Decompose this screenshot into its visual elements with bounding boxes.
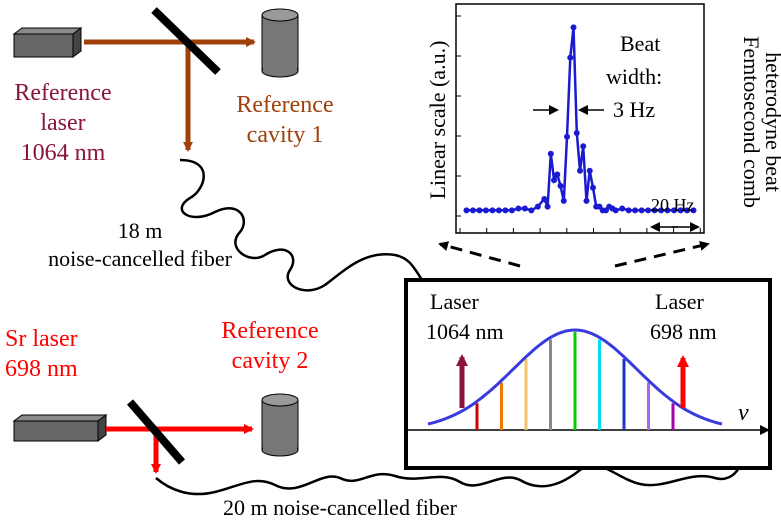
inset-side-title-1: Femtosecond comb bbox=[739, 36, 764, 208]
reference-cavity-1-label-2: cavity 1 bbox=[247, 122, 324, 148]
zoom-arrow-left bbox=[438, 241, 521, 268]
beat-data-point bbox=[541, 196, 548, 203]
reference-cavity-2 bbox=[261, 393, 299, 457]
frequency-axis-symbol: ν bbox=[738, 400, 749, 426]
laser-1064-label-2: 1064 nm bbox=[426, 319, 504, 344]
top-fiber bbox=[179, 158, 426, 292]
sr-laser-box bbox=[12, 414, 108, 442]
beat-data-point bbox=[573, 130, 580, 137]
beat-data-point bbox=[577, 167, 583, 174]
comb-box bbox=[404, 278, 772, 470]
beat-data-point bbox=[508, 207, 515, 214]
beat-label-2: width: bbox=[606, 64, 662, 89]
reference-laser-label-3: 1064 nm bbox=[21, 140, 106, 166]
beat-data-point bbox=[557, 182, 564, 189]
reference-cavity-1 bbox=[261, 8, 299, 78]
laser-698-label-2: 698 nm bbox=[650, 319, 717, 344]
beat-data-point bbox=[645, 207, 652, 214]
beat-data-point bbox=[554, 171, 561, 178]
bottom-fiber-label: 20 m noise-cancelled fiber bbox=[223, 495, 458, 520]
scale-bar-label: 20 Hz bbox=[651, 195, 695, 215]
inset-chart bbox=[455, 3, 705, 234]
beat-label-1: Beat bbox=[620, 31, 660, 56]
inset-side-title-2: heterodyne beat bbox=[761, 52, 781, 192]
inset-plot-frame bbox=[455, 3, 705, 234]
beat-data-point bbox=[469, 207, 476, 214]
beat-data-point bbox=[684, 207, 691, 214]
beat-data-point bbox=[547, 150, 554, 157]
laser-1064-label-1: Laser bbox=[430, 289, 480, 314]
reference-laser-label-1: Reference bbox=[14, 80, 111, 106]
top-fiber-label-2: noise-cancelled fiber bbox=[48, 246, 233, 271]
beat-data-point bbox=[619, 205, 626, 212]
top-beamsplitter bbox=[151, 7, 221, 75]
beat-data-point bbox=[690, 207, 697, 214]
sr-laser-label-2: 698 nm bbox=[5, 356, 78, 382]
beat-data-point bbox=[567, 54, 574, 61]
comb-teeth bbox=[475, 332, 675, 430]
reference-cavity-2-label-1: Reference bbox=[221, 318, 318, 344]
reference-cavity-2-label-2: cavity 2 bbox=[232, 348, 309, 374]
beat-data-point bbox=[580, 143, 587, 150]
beat-data-point bbox=[586, 167, 593, 174]
beat-data-point bbox=[589, 184, 596, 191]
reference-laser-box bbox=[12, 27, 83, 58]
beat-data-point bbox=[612, 207, 619, 214]
inset-ticks bbox=[456, 15, 701, 233]
beat-data-point bbox=[560, 197, 567, 204]
beat-data-point bbox=[671, 207, 678, 214]
beat-data-point bbox=[528, 207, 535, 214]
beat-series-points bbox=[463, 24, 697, 214]
top-fiber-label-1: 18 m bbox=[118, 218, 163, 243]
beat-data-point bbox=[502, 207, 509, 214]
beat-label-3: 3 Hz bbox=[613, 97, 655, 122]
inset-y-axis-label: Linear scale (a.u.) bbox=[425, 41, 450, 200]
beat-data-point bbox=[625, 207, 632, 214]
sr-laser-label-1: Sr laser bbox=[5, 326, 78, 352]
beat-data-point bbox=[495, 207, 502, 214]
bottom-beamsplitter bbox=[126, 399, 186, 465]
beat-data-point bbox=[534, 203, 541, 210]
beat-data-point bbox=[658, 207, 665, 214]
beat-data-point bbox=[482, 207, 489, 214]
reference-laser-label-2: laser bbox=[40, 110, 85, 136]
beat-data-point bbox=[544, 203, 551, 210]
beat-data-point bbox=[515, 205, 522, 212]
beat-data-point bbox=[551, 177, 558, 184]
beat-data-point bbox=[570, 24, 577, 31]
zoom-arrow-right bbox=[614, 240, 710, 268]
beat-data-point bbox=[564, 133, 571, 140]
beat-data-point bbox=[677, 207, 684, 214]
comb-envelope bbox=[427, 328, 723, 426]
beat-data-point bbox=[651, 207, 658, 214]
reference-cavity-1-label-1: Reference bbox=[236, 92, 333, 118]
beat-data-point bbox=[638, 207, 645, 214]
beat-data-point bbox=[463, 207, 470, 214]
beat-data-point bbox=[632, 207, 639, 214]
beat-data-point bbox=[664, 207, 671, 214]
laser-698-label-1: Laser bbox=[655, 289, 705, 314]
beat-data-point bbox=[476, 207, 483, 214]
beat-data-point bbox=[489, 207, 496, 214]
beat-data-point bbox=[521, 205, 528, 212]
beat-data-point bbox=[583, 197, 590, 204]
